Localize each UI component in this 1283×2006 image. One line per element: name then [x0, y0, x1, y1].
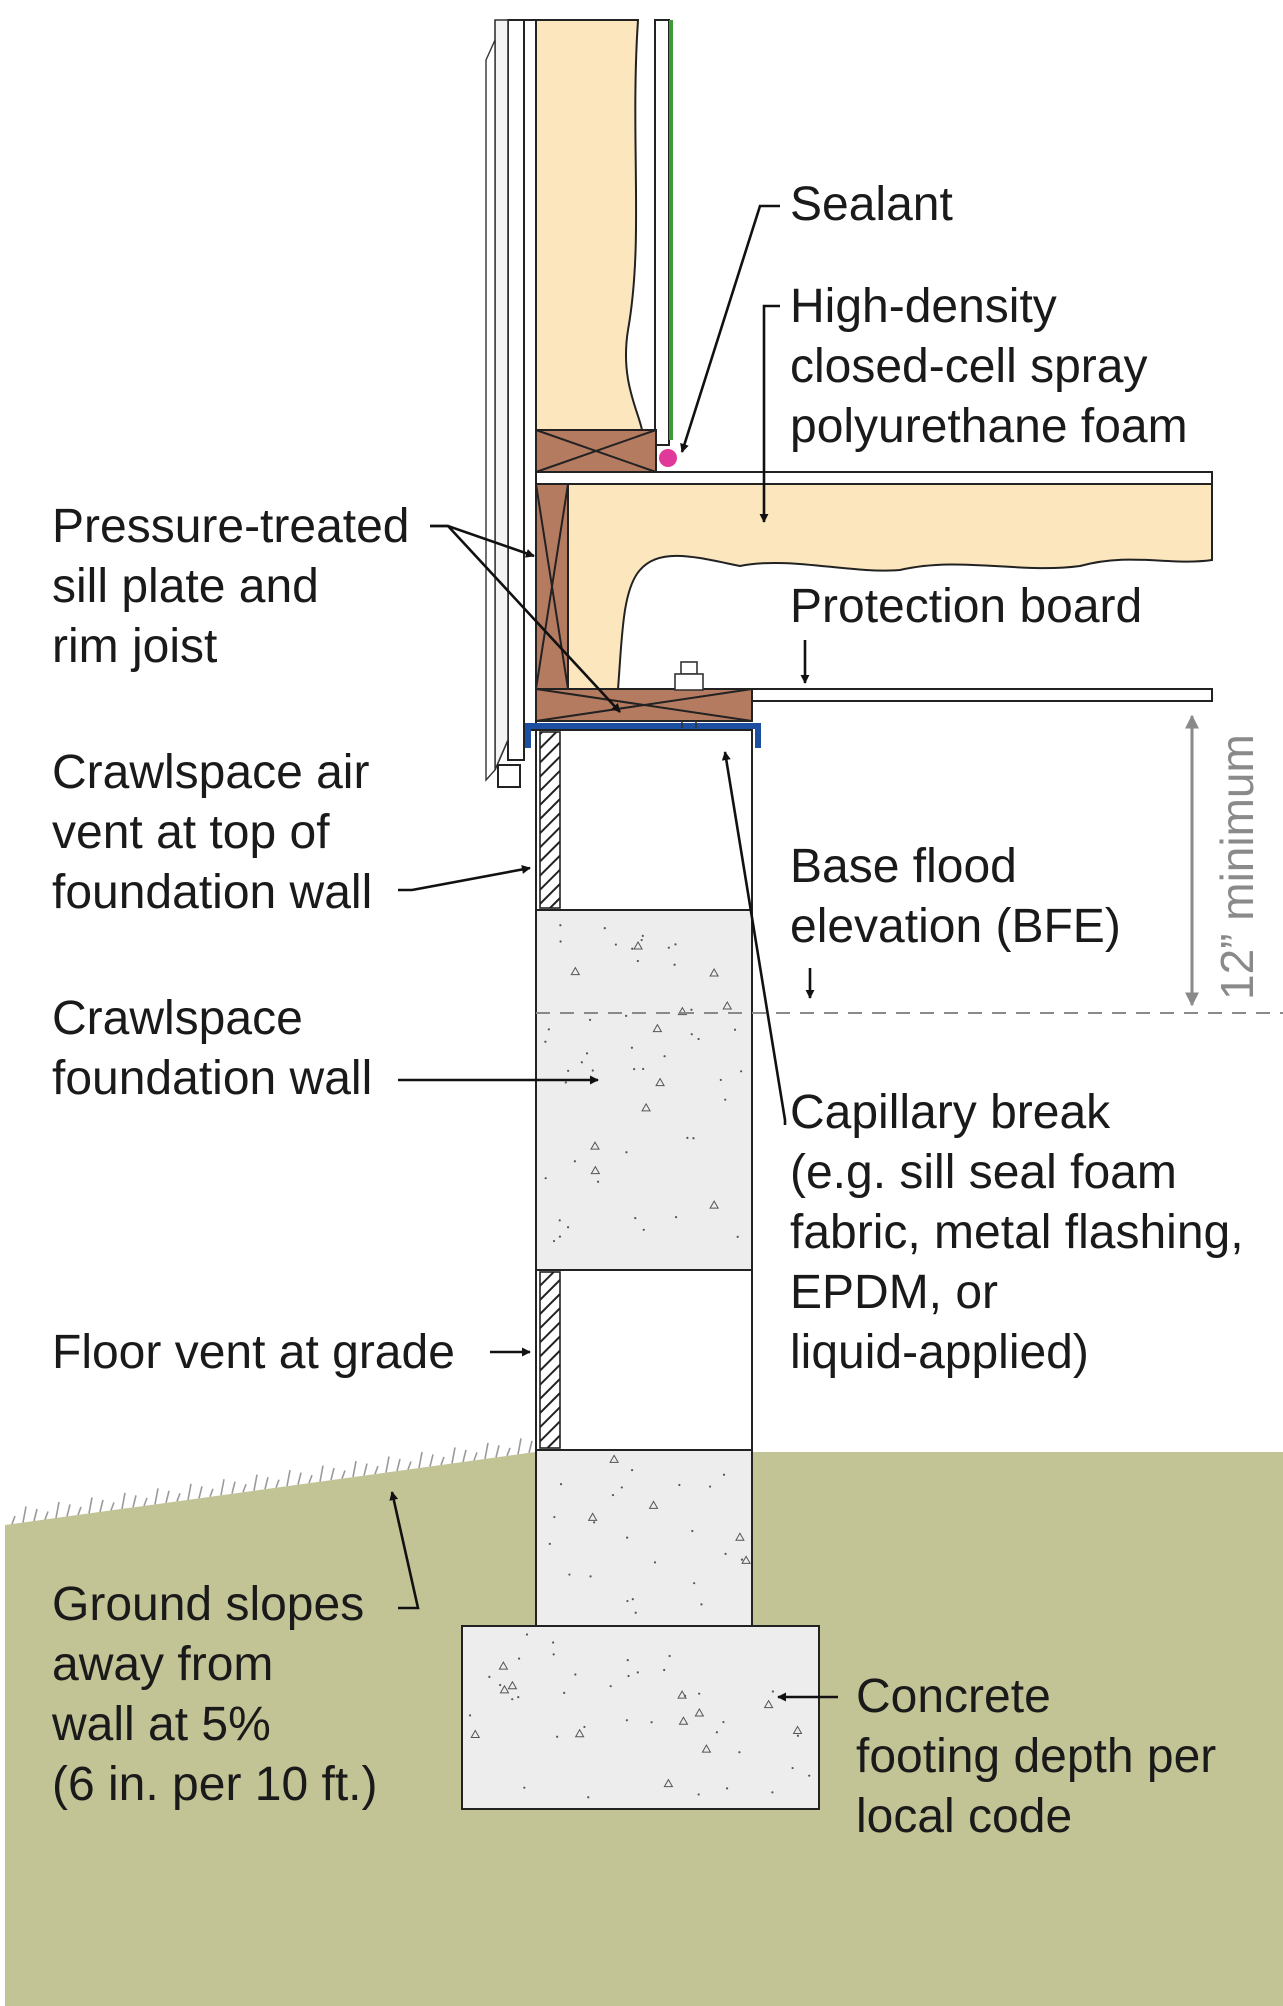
sill-plate [535, 688, 753, 722]
concrete-footing [461, 1625, 820, 1810]
clearance-dimension-label: 12” minimum [1211, 734, 1263, 1000]
concrete-speckles [468, 924, 811, 1799]
capillary-break [525, 723, 761, 748]
label-air-vent: Crawlspace air vent at top of foundation… [52, 746, 383, 919]
label-footing: Concrete footing depth per local code [856, 1670, 1230, 1843]
label-foundation-wall: Crawlspace foundation wall [52, 992, 372, 1105]
leader-lines [389, 204, 838, 1702]
sealant-bead [659, 449, 677, 467]
rim-joist [535, 483, 569, 690]
label-sill-plate: Pressure-treated sill plate and rim jois… [52, 500, 423, 673]
protection-board [751, 688, 1213, 702]
label-protection-board: Protection board [790, 580, 1142, 633]
upper-vent-opening [535, 729, 753, 911]
label-capillary-break: Capillary break (e.g. sill seal foam fab… [790, 1086, 1257, 1379]
label-sealant: Sealant [790, 178, 953, 231]
sheathing [523, 19, 537, 731]
label-spray-foam: High-density closed-cell spray polyureth… [790, 280, 1188, 453]
label-bfe: Base flood elevation (BFE) [790, 840, 1121, 953]
interior-air-barrier [654, 19, 673, 446]
wall-cavity-foam [535, 19, 644, 431]
label-ground-slope: Ground slopes away from wall at 5% (6 in… [51, 1578, 378, 1811]
foundation-stem-wall [535, 1449, 753, 1627]
subfloor [535, 471, 1213, 485]
foundation-wall-block [535, 909, 753, 1271]
label-floor-vent: Floor vent at grade [52, 1326, 455, 1379]
rim-spray-foam [567, 483, 1213, 690]
grass-ticks [11, 1438, 533, 1525]
siding [485, 19, 525, 788]
bottom-plate [535, 429, 657, 473]
floor-vent-opening [535, 1269, 753, 1451]
